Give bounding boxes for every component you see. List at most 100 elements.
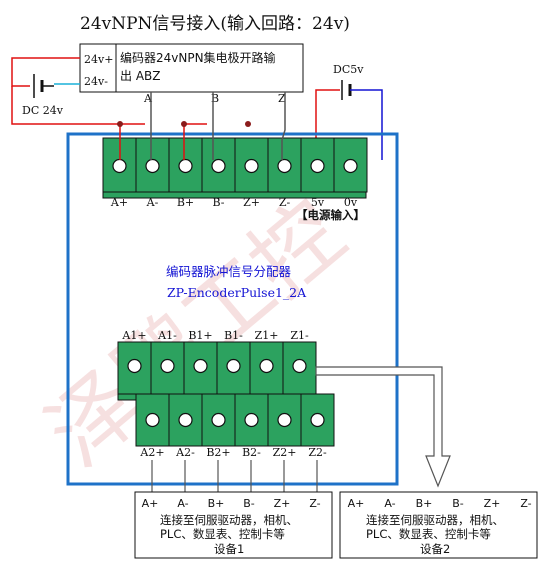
terminal-screw [160,358,175,374]
target-1-line2: PLC、数显表、控制卡等 [160,527,285,541]
output-terminal-block-1: A1+ A1- B1+ B1- Z1+ Z1- [117,329,317,401]
terminal-screw [211,412,226,428]
terminal-label: A1- [157,329,177,342]
device-name-en: ZP-EncoderPulse1_2A [167,285,307,300]
terminal-label: A2+ [139,446,164,459]
terminal-label: B2- [242,446,261,459]
target-2-line1: 连接至伺服驱动器，相机、 [366,513,504,527]
encoder-description-line2: 出 ABZ [120,69,160,83]
terminal-label: B+ [177,196,194,209]
output2-terminal-0: A2+ [135,393,170,459]
encoder-box: 24v+ 24v- 编码器24vNPN集电极开路输 出 ABZ [79,43,304,93]
input-wiring [117,92,286,160]
target-1-line3: 设备1 [214,542,244,556]
terminal-label: Z- [279,196,291,209]
terminal-screw [127,358,142,374]
wire-z-minus [281,106,286,160]
target-device-2: 连接至伺服驱动器，相机、 PLC、数显表、控制卡等 设备2 A+A-B+B-Z+… [339,491,538,559]
terminal-label: 5v [311,196,325,209]
encoder-output-z-label: Z [278,92,286,105]
target-1-pin-4: Z+ [274,497,291,510]
terminal-label: Z2+ [273,446,297,459]
target-1-pin-0: A+ [142,497,159,510]
target-2-line3: 设备2 [420,542,450,556]
terminal-screw [145,158,160,174]
target-2-pin-0: A+ [348,497,365,510]
terminal-label: 0v [344,196,358,209]
terminal-screw [310,158,325,174]
supply-24v-return-wire [11,86,120,125]
terminal-screw [244,412,259,428]
encoder-output-a-label: A [143,92,153,105]
target-1-pin-1: A- [177,497,188,510]
terminal-label: Z1+ [255,329,279,342]
target-2-line2: PLC、数显表、控制卡等 [366,527,491,541]
input-terminal-7: 0v [333,137,368,209]
terminal-label: A+ [110,196,128,209]
terminal-screw [226,358,241,374]
target-1-line1: 连接至伺服驱动器，相机、 [160,513,298,527]
terminal-label: A1+ [121,329,146,342]
terminal-screw [292,358,307,374]
output1-terminal-2: B1+ [183,329,218,395]
output-arrow [315,366,451,488]
device-name-cn: 编码器脉冲信号分配器 [166,264,292,279]
output1-terminal-1: A1- [150,329,185,395]
input-terminal-block: A+ A- B+ B- Z+ Z- 5v 0v [102,137,368,209]
supply-5v-label: DC5v [333,63,364,76]
output1-terminal-0: A1+ [117,329,152,395]
terminal-screw [277,412,292,428]
terminal-screw [259,358,274,374]
terminal-label: Z2- [308,446,327,459]
supply-5v-minus-wire [350,89,383,160]
terminal-label: B1- [224,329,243,342]
junction-a [117,121,123,127]
output1-terminal-3: B1- [216,329,251,395]
input-terminal-1: A- [135,137,170,209]
output-terminal-block-2: A2+ A2- B2+ B2- Z2+ Z2- [135,393,335,459]
device-enclosure [66,132,399,486]
encoder-frame [79,43,304,93]
page-title: 24vNPN信号接入(输入回路：24v) [80,14,350,34]
supply-24v-plus-wire [11,57,80,87]
terminal-body [135,137,170,193]
terminal-label: B2+ [206,446,230,459]
output2-terminal-3: B2- [234,393,269,459]
terminal-screw [112,158,127,174]
terminal-screw [211,158,226,174]
input-terminal-5: Z- [267,137,302,209]
supply-24v-label: DC 24v [22,104,64,117]
terminal-label: B1+ [188,329,212,342]
encoder-output-b-label: B [211,92,219,105]
target-2-pin-3: B- [452,497,464,510]
terminal-screw [244,158,259,174]
terminal-screw [343,158,358,174]
terminal-screw [193,358,208,374]
terminal-screw [178,158,193,174]
target-device-1: 连接至伺服驱动器，相机、 PLC、数显表、控制卡等 设备1 A+ A- B+ B- Z+… [134,491,333,559]
output2-terminal-1: A2- [168,393,203,459]
output1-terminal-4: Z1+ [249,329,284,395]
arrow-to-device-2 [315,366,451,488]
terminal-label: A- [146,196,159,209]
encoder-description-line1: 编码器24vNPN集电极开路输 [120,50,276,65]
input-terminal-3: B- [201,137,236,209]
output1-terminal-5: Z1- [282,329,317,395]
power-input-label: 【电源输入】 [296,208,365,222]
terminal-label: B- [212,196,224,209]
target-2-pin-2: B+ [416,497,433,510]
target-1-pin-3: B- [243,497,255,510]
terminal-label: Z1- [290,329,309,342]
target-1-pin-5: Z- [309,497,320,510]
terminal-label: A2- [175,446,195,459]
input-terminal-2: B+ [168,137,203,209]
target-1-frame [134,491,333,559]
terminal-screw [145,412,160,428]
terminal-screw [277,158,292,174]
terminal-label: Z+ [243,196,260,209]
output2-terminal-4: Z2+ [267,393,302,459]
terminal-screw [178,412,193,428]
target-2-pin-5: Z- [520,497,531,510]
target-1-pin-2: B+ [208,497,225,510]
